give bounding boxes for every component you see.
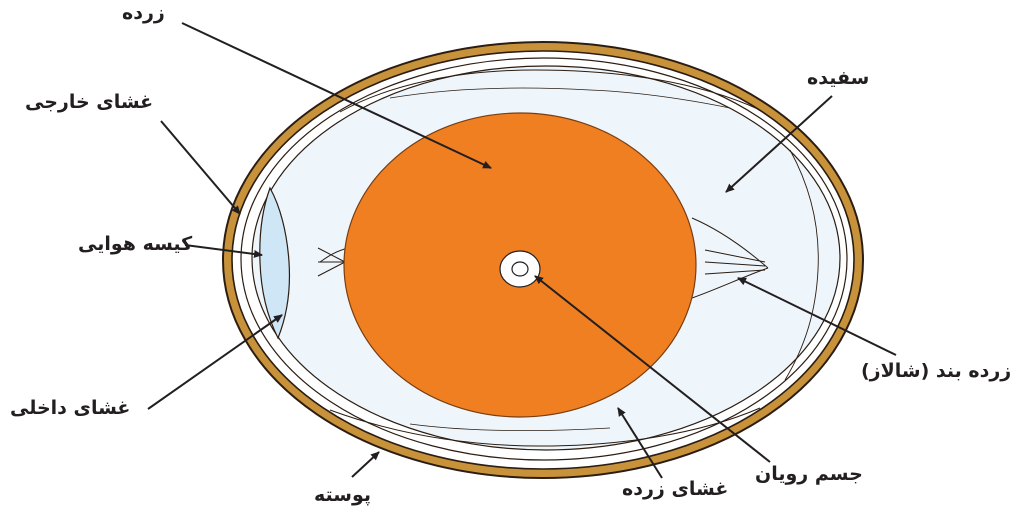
germinal-disc-inner — [512, 262, 528, 276]
label-yolk: زرده — [122, 4, 165, 23]
label-yolk-membrane: غشای زرده — [622, 480, 728, 499]
label-shell: پوسته — [314, 486, 371, 505]
arrow-outer-membrane — [161, 121, 240, 214]
arrow-shell — [352, 452, 379, 477]
label-outer-membrane: غشای خارجی — [25, 93, 153, 112]
label-albumen: سفیده — [807, 69, 869, 88]
label-chalaza: زرده بند (شالاز) — [861, 362, 1011, 381]
label-germinal-disc: جسم رویان — [755, 465, 863, 484]
label-air-cell: کیسه هوایی — [78, 235, 192, 254]
label-inner-membrane: غشای داخلی — [10, 399, 130, 418]
